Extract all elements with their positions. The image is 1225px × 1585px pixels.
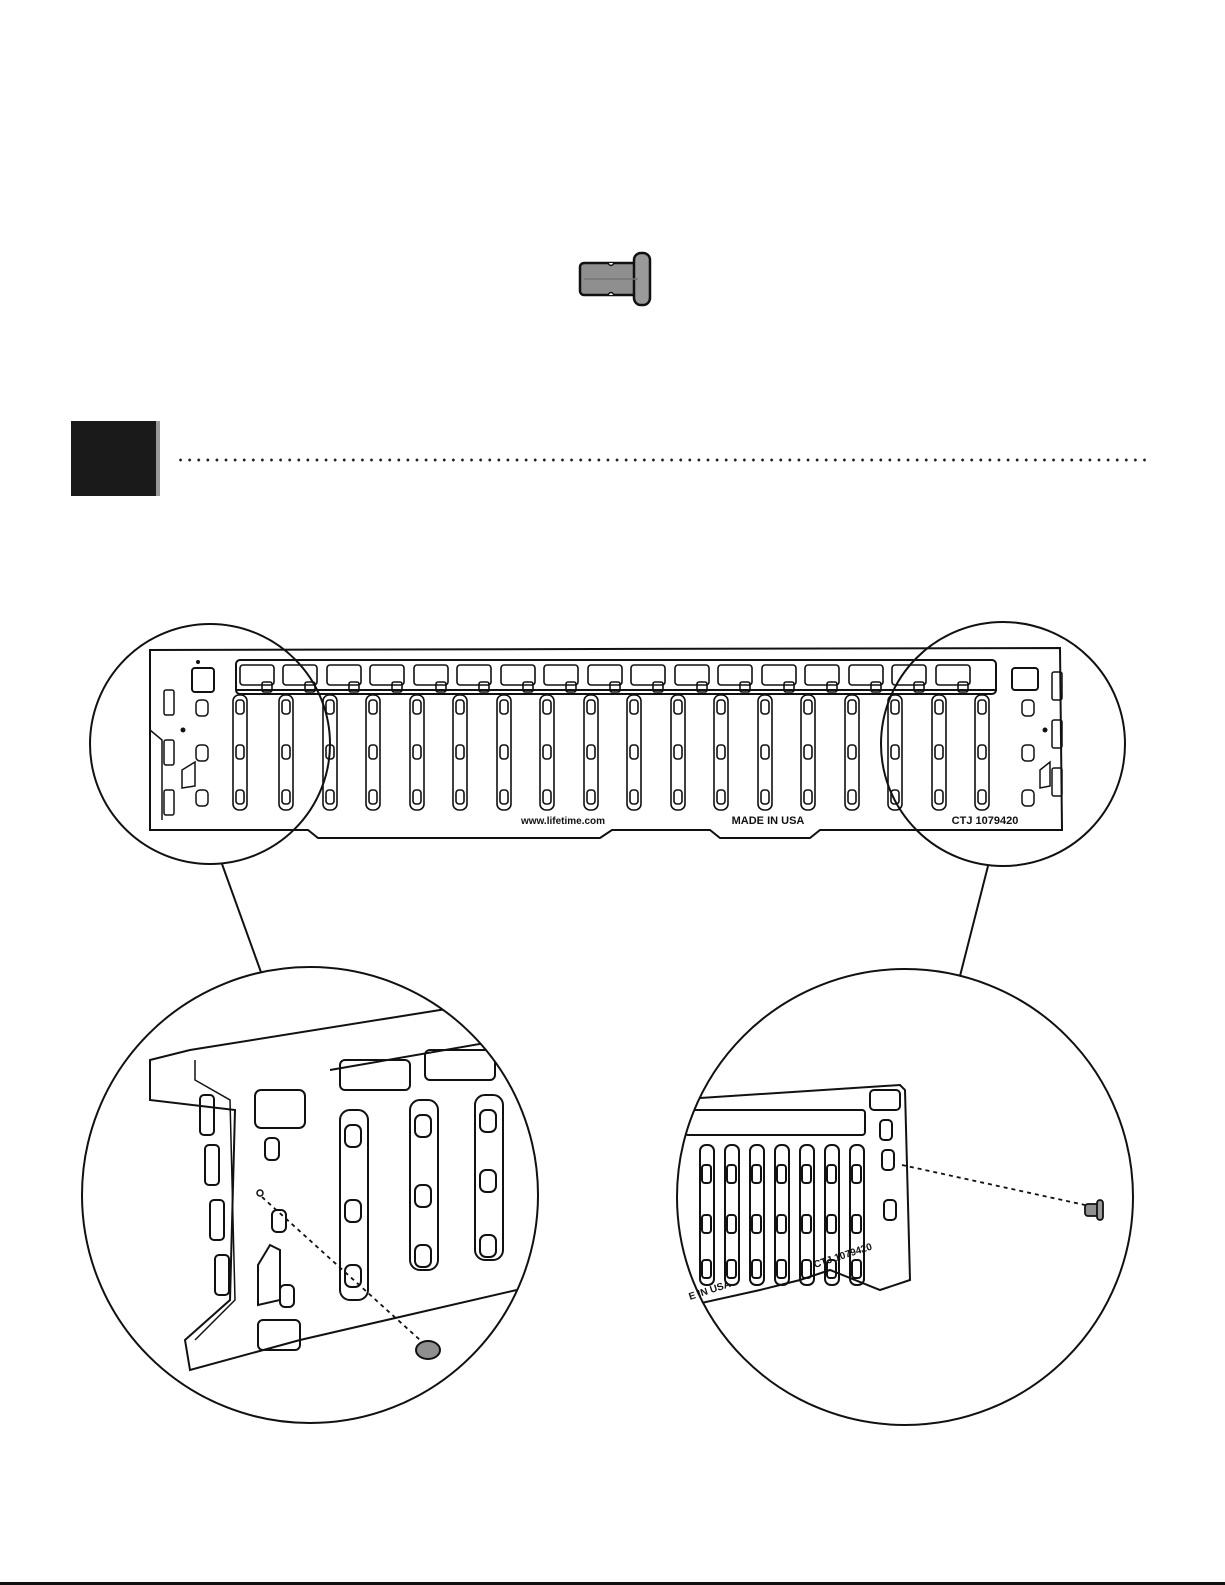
- detail-left: [82, 967, 560, 1423]
- panel-origin-text: MADE IN USA: [732, 815, 805, 827]
- leader-line-right: [960, 866, 988, 976]
- pin-left-icon: [416, 1341, 440, 1359]
- panel-part-code-text: CTJ 1079420: [952, 815, 1019, 827]
- detail-right: E IN USA CTJ 1079420: [670, 969, 1133, 1425]
- panel-website-text: www.lifetime.com: [520, 816, 605, 827]
- leader-line-left: [222, 864, 262, 975]
- panel-slats: [233, 665, 989, 810]
